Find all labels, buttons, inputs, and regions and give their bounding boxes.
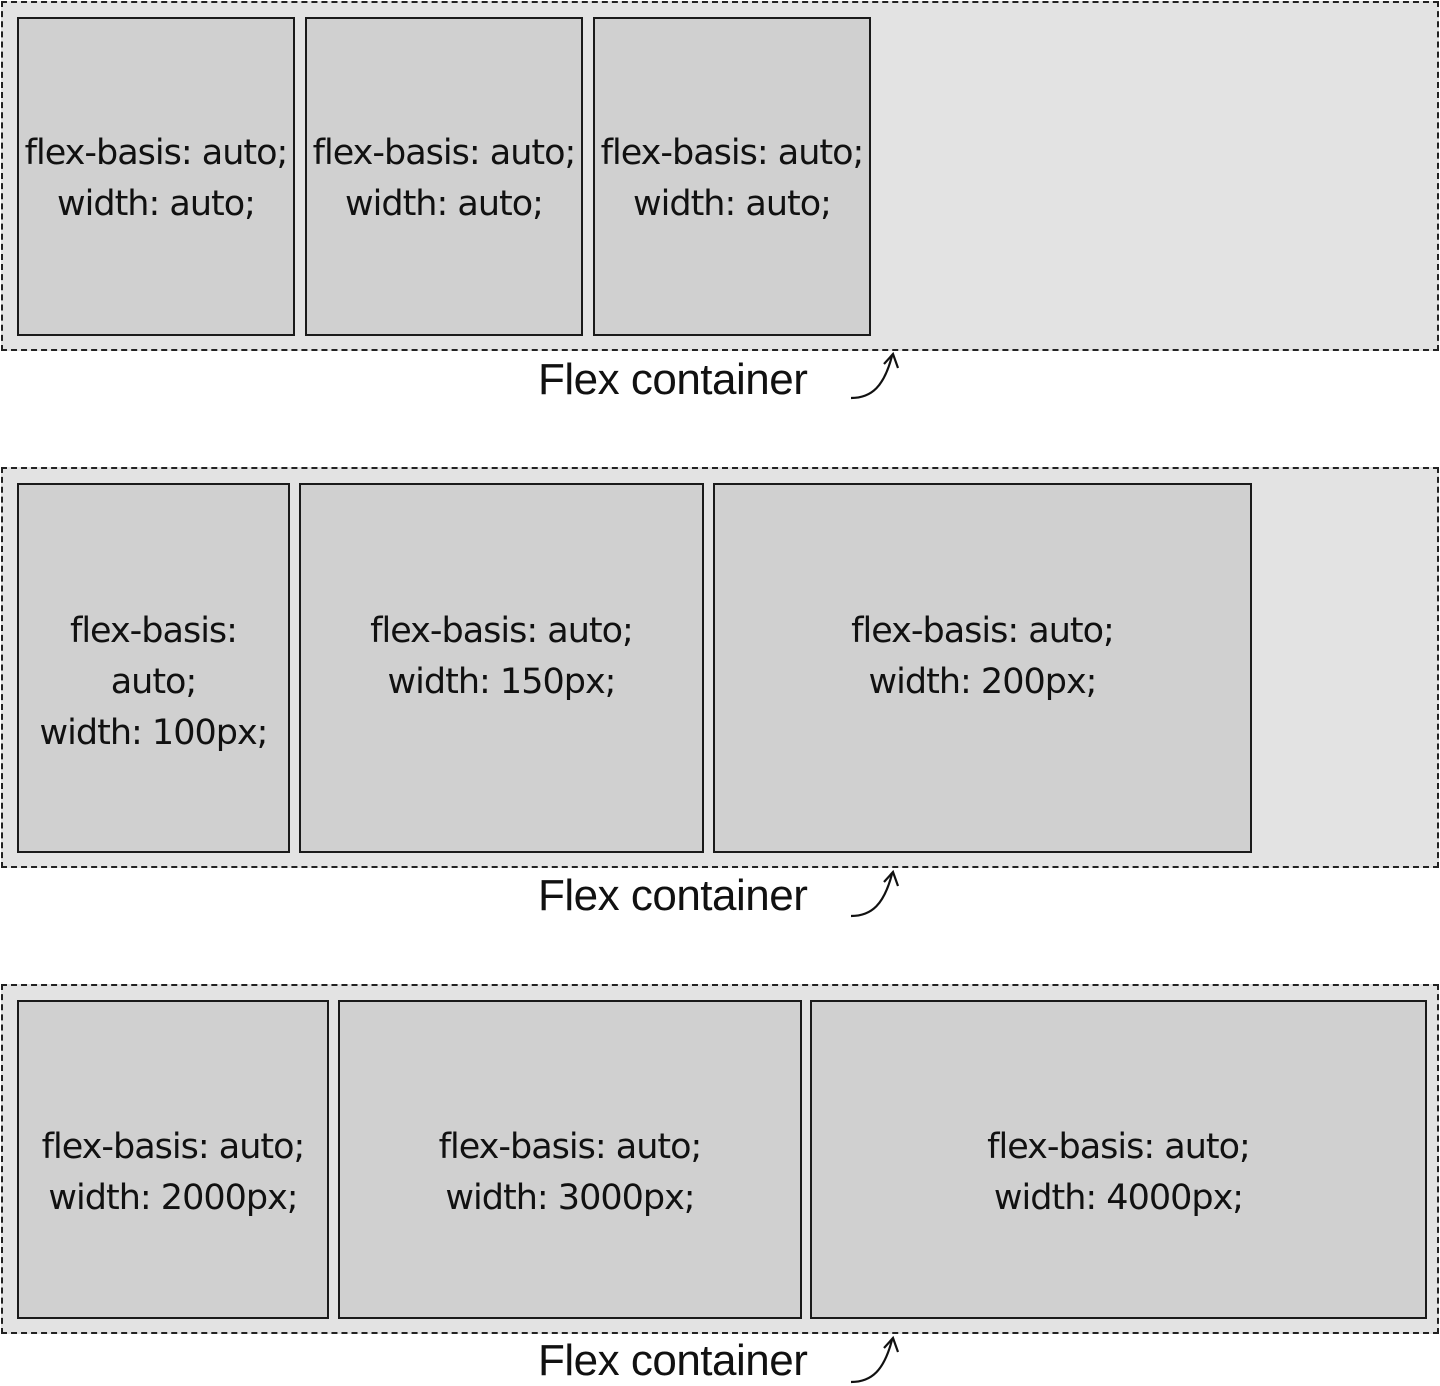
flex-item-1: flex-basis: auto; width: auto;: [17, 17, 295, 336]
flex-item-1: flex-basis: auto; width: 2000px;: [17, 1000, 329, 1319]
flex-container-caption: Flex container: [538, 1336, 808, 1385]
item-line: flex-basis:: [70, 611, 238, 651]
item-line: flex-basis: auto;: [312, 133, 577, 173]
item-line: flex-basis: auto;: [370, 611, 634, 651]
flex-container-caption: Flex container: [538, 355, 808, 404]
flex-item-1: flex-basis: auto; width: 100px;: [17, 483, 290, 853]
item-line: flex-basis: auto;: [41, 1127, 306, 1167]
flex-container-3: flex-basis: auto; width: 2000px; flex-ba…: [1, 984, 1439, 1334]
item-line: width: 4000px;: [993, 1178, 1244, 1218]
item-line: width: 3000px;: [445, 1178, 695, 1218]
item-line: flex-basis: auto;: [851, 611, 1115, 651]
item-line: width: auto;: [633, 184, 832, 224]
flex-item-3: flex-basis: auto; width: 200px;: [713, 483, 1252, 853]
flex-item-2: flex-basis: auto; width: auto;: [305, 17, 583, 336]
flex-item-2: flex-basis: auto; width: 3000px;: [338, 1000, 802, 1319]
item-line: width: 100px;: [39, 713, 269, 753]
item-line: width: 2000px;: [48, 1178, 298, 1218]
item-line: flex-basis: auto;: [438, 1127, 703, 1167]
flex-container-caption: Flex container: [538, 871, 808, 920]
item-line: width: auto;: [345, 184, 544, 224]
curved-arrow-icon: [850, 351, 900, 400]
item-line: auto;: [110, 662, 198, 702]
item-line: flex-basis: auto;: [600, 133, 865, 173]
flex-item-3: flex-basis: auto; width: 4000px;: [810, 1000, 1427, 1319]
item-line: width: 200px;: [868, 662, 1098, 702]
item-line: flex-basis: auto;: [24, 133, 289, 173]
flex-item-2: flex-basis: auto; width: 150px;: [299, 483, 704, 853]
item-line: width: auto;: [57, 184, 256, 224]
flex-item-3: flex-basis: auto; width: auto;: [593, 17, 871, 336]
curved-arrow-icon: [850, 1335, 900, 1384]
flex-container-2: flex-basis: auto; width: 100px; flex-bas…: [1, 467, 1439, 868]
curved-arrow-icon: [850, 869, 900, 918]
item-line: flex-basis: auto;: [987, 1127, 1251, 1167]
item-line: width: 150px;: [387, 662, 617, 702]
flex-container-1: flex-basis: auto; width: auto; flex-basi…: [1, 1, 1439, 351]
